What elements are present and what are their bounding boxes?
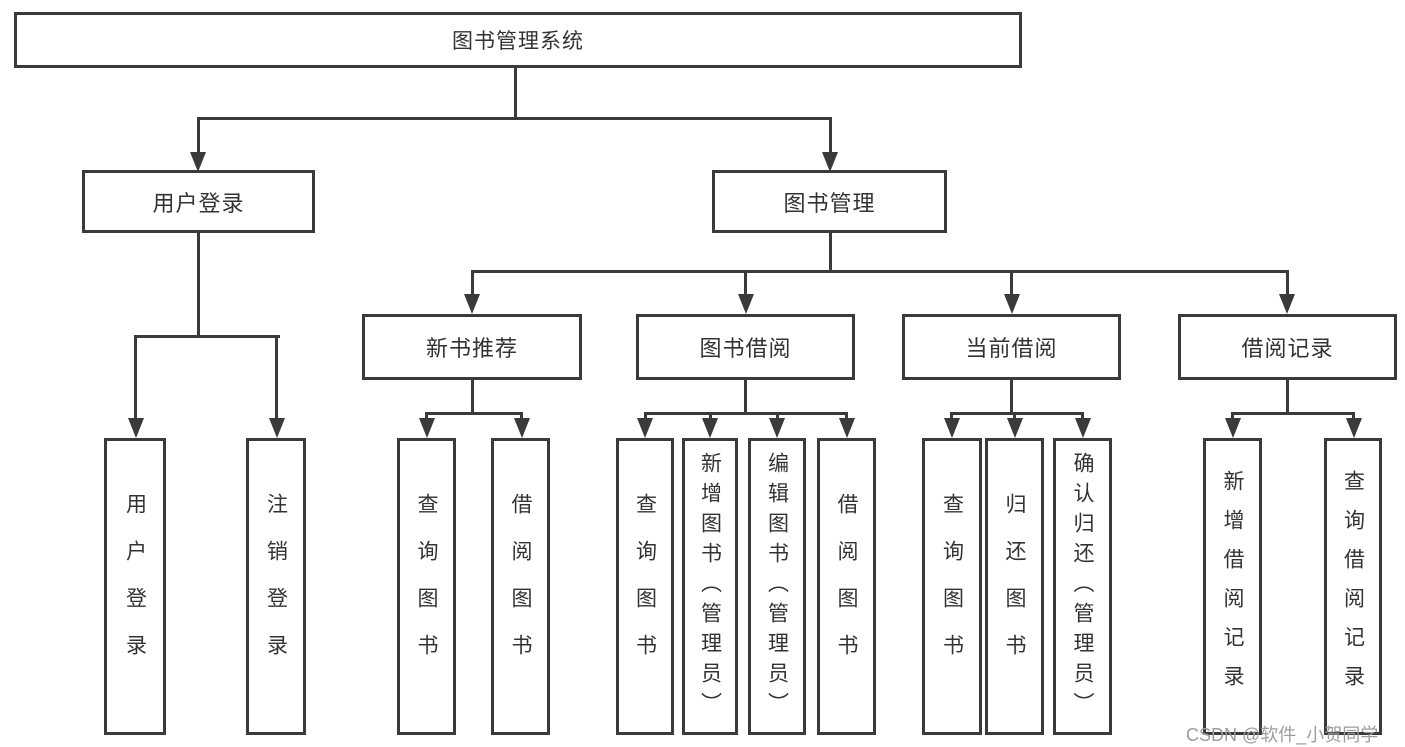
leaf-current-confirm-label: 确认归还（管理员）	[1071, 451, 1094, 722]
leaf-records-query: 查询借阅记录	[1324, 438, 1382, 735]
leaf-current-query: 查询图书	[922, 438, 982, 735]
arrow-down-icon	[1279, 294, 1295, 314]
arrow-down-icon	[1345, 418, 1362, 438]
node-current-borrowing: 当前借阅	[902, 314, 1121, 380]
connector-line	[425, 414, 428, 420]
arrow-down-icon	[769, 418, 785, 438]
connector-line	[196, 233, 200, 337]
connector-line	[470, 272, 474, 296]
leaf-logout-label: 注销登录	[264, 492, 288, 681]
leaf-borrow-borrow-label: 借阅图书	[835, 492, 858, 681]
connector-line	[1231, 412, 1355, 415]
connector-line	[425, 412, 523, 415]
leaf-current-query-label: 查询图书	[940, 492, 964, 681]
node-book-borrowing: 图书借阅	[636, 314, 855, 380]
connector-line	[520, 414, 523, 420]
connector-line	[1352, 414, 1355, 420]
connector-line	[828, 233, 832, 272]
leaf-user-login-label: 用户登录	[123, 492, 147, 681]
node-current-borrowing-label: 当前借阅	[965, 336, 1058, 361]
node-root: 图书管理系统	[14, 12, 1022, 68]
arrow-down-icon	[268, 418, 285, 438]
node-root-label: 图书管理系统	[452, 30, 584, 53]
connector-line	[643, 414, 647, 420]
leaf-current-return-label: 归还图书	[1003, 492, 1026, 681]
leaf-borrow-edit: 编辑图书（管理员）	[748, 438, 806, 735]
connector-line	[134, 337, 137, 420]
leaf-user-login: 用户登录	[104, 438, 166, 735]
arrow-down-icon	[1006, 418, 1023, 438]
arrow-down-icon	[418, 418, 435, 438]
node-new-book-recommend-label: 新书推荐	[425, 336, 518, 361]
connector-line	[708, 414, 712, 420]
connector-line	[134, 335, 280, 338]
connector-line	[775, 414, 779, 420]
connector-line	[828, 119, 832, 152]
arrow-down-icon	[838, 418, 855, 438]
connector-line	[1081, 414, 1084, 420]
arrow-down-icon	[513, 418, 530, 438]
arrow-down-icon	[1074, 418, 1091, 438]
node-borrow-records-label: 借阅记录	[1241, 336, 1334, 361]
connector-line	[744, 380, 747, 414]
connector-line	[1231, 414, 1234, 420]
leaf-current-confirm: 确认归还（管理员）	[1053, 438, 1112, 735]
node-book-management: 图书管理	[712, 170, 947, 233]
leaf-records-query-label: 查询借阅记录	[1341, 469, 1365, 704]
connector-line	[196, 117, 832, 120]
node-borrow-records: 借阅记录	[1178, 314, 1397, 380]
leaf-records-add-label: 新增借阅记录	[1221, 469, 1244, 704]
leaf-newbooks-borrow: 借阅图书	[491, 438, 550, 735]
node-new-book-recommend: 新书推荐	[362, 314, 582, 380]
leaf-borrow-borrow: 借阅图书	[817, 438, 876, 735]
connector-line	[950, 412, 1084, 415]
connector-line	[950, 414, 953, 420]
connector-line	[196, 119, 200, 152]
node-book-management-label: 图书管理	[783, 190, 876, 216]
leaf-current-return: 归还图书	[985, 438, 1044, 735]
leaf-borrow-add: 新增图书（管理员）	[682, 438, 738, 735]
node-user-login: 用户登录	[82, 170, 315, 233]
leaf-logout: 注销登录	[246, 438, 306, 735]
arrow-down-icon	[1003, 294, 1020, 314]
arrow-down-icon	[190, 152, 206, 172]
leaf-newbooks-borrow-label: 借阅图书	[509, 492, 532, 681]
arrow-down-icon	[737, 294, 754, 314]
arrow-down-icon	[822, 152, 838, 172]
connector-line	[470, 380, 474, 414]
arrow-down-icon	[1224, 418, 1241, 438]
arrow-down-icon	[637, 418, 653, 438]
connector-line	[643, 412, 848, 415]
leaf-newbooks-query: 查询图书	[397, 438, 456, 735]
leaf-newbooks-query-label: 查询图书	[415, 492, 438, 681]
connector-line	[1010, 380, 1013, 414]
connector-line	[1013, 414, 1016, 420]
node-user-login-label: 用户登录	[152, 190, 245, 216]
arrow-down-icon	[702, 418, 718, 438]
connector-line	[1285, 380, 1289, 414]
watermark: CSDN @软件_小贺同学	[1186, 725, 1379, 745]
connector-line	[744, 272, 747, 296]
connector-line	[470, 270, 1289, 273]
arrow-down-icon	[464, 294, 480, 314]
leaf-borrow-edit-label: 编辑图书（管理员）	[765, 451, 789, 722]
arrow-down-icon	[127, 418, 144, 438]
leaf-records-add: 新增借阅记录	[1203, 438, 1262, 735]
leaf-borrow-query-label: 查询图书	[633, 492, 657, 681]
connector-line	[1010, 272, 1013, 296]
connector-line	[514, 66, 517, 119]
leaf-borrow-query: 查询图书	[616, 438, 674, 735]
node-book-borrowing-label: 图书借阅	[699, 336, 792, 361]
connector-line	[845, 414, 848, 420]
arrow-down-icon	[943, 418, 960, 438]
leaf-borrow-add-label: 新增图书（管理员）	[698, 451, 722, 722]
connector-line	[275, 337, 278, 420]
connector-line	[1285, 272, 1289, 296]
